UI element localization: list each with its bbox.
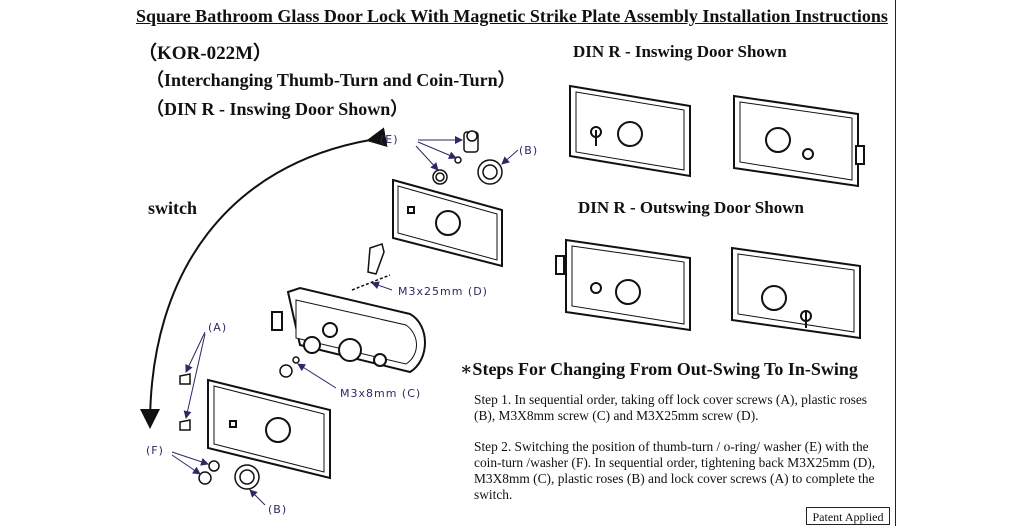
top-cover-plate [392,178,503,268]
page-frame [128,0,896,526]
label-b-top: (B) [519,144,539,157]
screw-d [351,243,391,291]
label-e: (E) [380,133,399,146]
outswing-left-view [555,238,691,332]
model-number: （KOR-022M） [138,43,273,64]
screw-c [279,356,300,378]
bottom-cover-plate [207,378,331,480]
switch-arrow [140,127,388,429]
thumb-turn-part [432,130,503,185]
steps-heading: ∗Steps For Changing From Out-Swing To In… [460,359,858,379]
step-2-text: Step 2. Switching the position of thumb-… [474,439,876,502]
patent-badge: Patent Applied [806,507,890,525]
din-outswing-heading: DIN R - Outswing Door Shown [578,198,804,217]
label-c: M3x8mm (C) [340,387,422,400]
subtitle-din-inswing: （DIN R - Inswing Door Shown） [146,99,409,119]
label-b-bottom: (B) [268,503,288,516]
coin-turn-part [198,460,260,490]
subtitle-interchanging: （Interchanging Thumb-Turn and Coin-Turn） [146,70,516,90]
label-a: (A) [208,321,228,334]
outswing-right-view [731,246,861,340]
lock-body [271,286,426,374]
screws-a [179,373,191,431]
label-f: (F) [146,444,164,457]
page-title: Square Bathroom Glass Door Lock With Mag… [136,6,888,26]
inswing-right-view [733,94,865,188]
inswing-left-view [569,84,691,178]
step-1-text: Step 1. In sequential order, taking off … [474,392,868,423]
din-inswing-heading: DIN R - Inswing Door Shown [573,42,787,61]
label-d: M3x25mm (D) [398,285,488,298]
